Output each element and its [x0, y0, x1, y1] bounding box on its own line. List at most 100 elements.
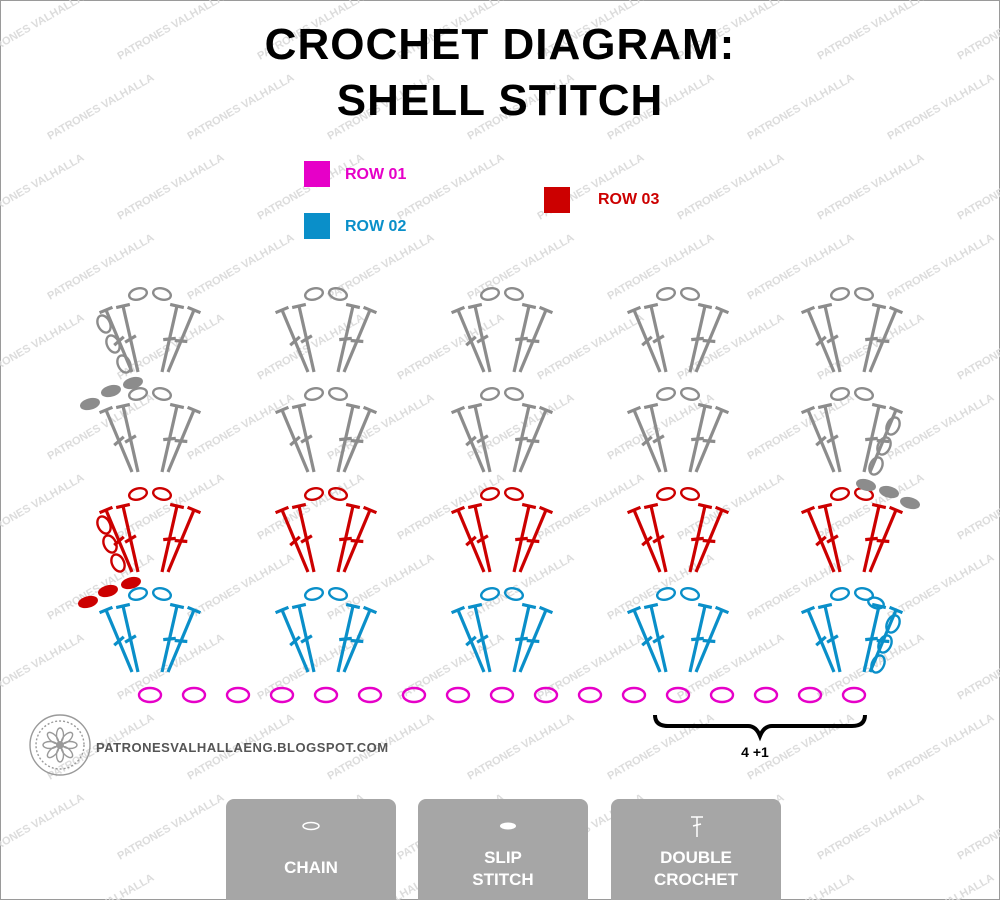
chain-stitch: [829, 586, 851, 602]
watermark-text: PATRONES VALHALLA: [536, 472, 647, 543]
watermark-text: PATRONES VALHALLA: [746, 552, 857, 623]
chain-stitch: [303, 586, 325, 602]
watermark-text: PATRONES VALHALLA: [466, 552, 577, 623]
double-crochet-stitch: [467, 602, 492, 673]
row01-foundation-chain: [137, 686, 867, 704]
website-url: PATRONESVALHALLAENG.BLOGSPOT.COM: [96, 740, 389, 755]
double-crochet-stitch: [450, 505, 486, 573]
watermark-text: PATRONES VALHALLA: [116, 152, 227, 223]
chain-stitch: [877, 634, 893, 654]
double-crochet-stitch: [626, 305, 662, 373]
shell: [450, 586, 554, 673]
double-crochet-stitch: [166, 605, 202, 673]
watermark-text: PATRONES VALHALLA: [746, 392, 857, 463]
title-line-2: SHELL STITCH: [336, 76, 664, 125]
double-crochet-stitch: [160, 402, 185, 473]
double-crochet-stitch: [868, 505, 904, 573]
slip-stitch: [879, 485, 899, 499]
key-slip-label-1: SLIP: [484, 848, 522, 867]
chain-stitch: [870, 654, 886, 674]
chain-stitch: [105, 334, 121, 354]
watermark-text: PATRONES VALHALLA: [956, 792, 1000, 863]
chain-stitch: [151, 386, 173, 402]
chain-stitch: [885, 614, 901, 634]
watermark-text: PATRONES VALHALLA: [676, 472, 787, 543]
chain-stitch: [327, 586, 349, 602]
double-crochet-stitch: [518, 505, 554, 573]
shell: [98, 586, 202, 673]
shell: [626, 286, 730, 373]
chain-stitch: [479, 486, 501, 502]
watermark-text: PATRONES VALHALLA: [46, 392, 157, 463]
double-crochet-stitch: [160, 602, 185, 673]
double-crochet-stitch: [643, 402, 668, 473]
key-double-label-1: DOUBLE: [660, 848, 732, 867]
shell: [626, 586, 730, 673]
double-crochet-stitch: [817, 602, 842, 673]
chain-stitch: [313, 686, 339, 704]
watermark-text: PATRONES VALHALLA: [816, 792, 927, 863]
double-crochet-stitch: [291, 402, 316, 473]
chain-stitch: [503, 286, 525, 302]
double-crochet-stitch: [817, 402, 842, 473]
chain-stitch: [269, 686, 295, 704]
shell: [98, 386, 202, 473]
double-crochet-stitch: [115, 402, 140, 473]
repeat-label: 4 +1: [741, 744, 769, 760]
double-crochet-stitch: [512, 602, 537, 673]
double-crochet-stitch: [467, 302, 492, 373]
chain-stitch: [127, 486, 149, 502]
upper-row-shells-2: [80, 286, 904, 411]
double-crochet-stitch: [643, 502, 668, 573]
watermark-text: PATRONES VALHALLA: [0, 792, 86, 863]
shell: [626, 386, 730, 473]
chain-stitch: [753, 686, 779, 704]
key-chain-label: CHAIN: [284, 858, 338, 877]
chain-stitch: [503, 486, 525, 502]
watermark-text: PATRONES VALHALLA: [116, 792, 227, 863]
double-crochet-stitch: [166, 505, 202, 573]
double-crochet-stitch: [291, 302, 316, 373]
slip-stitch: [900, 496, 920, 510]
double-crochet-stitch: [274, 505, 310, 573]
watermark-text: PATRONES VALHALLA: [606, 232, 717, 303]
watermark-text: PATRONES VALHALLA: [886, 712, 997, 783]
watermark-text: PATRONES VALHALLA: [536, 312, 647, 383]
double-crochet-stitch: [160, 302, 185, 373]
legend-label-row02: ROW 02: [345, 218, 407, 235]
chain-stitch: [876, 436, 892, 456]
shell: [274, 286, 378, 373]
watermark-text: PATRONES VALHALLA: [326, 232, 437, 303]
chain-stitch: [679, 586, 701, 602]
double-crochet-stitch: [643, 302, 668, 373]
chain-stitch: [679, 486, 701, 502]
double-crochet-stitch: [862, 302, 887, 373]
double-crochet-stitch: [115, 502, 140, 573]
double-crochet-stitch: [694, 305, 730, 373]
watermark-text: PATRONES VALHALLA: [326, 552, 437, 623]
chain-stitch: [151, 486, 173, 502]
logo-medallion-icon: [29, 714, 91, 776]
chain-stitch: [679, 286, 701, 302]
double-crochet-stitch: [688, 302, 713, 373]
chain-stitch: [665, 686, 691, 704]
double-crochet-stitch: [342, 505, 378, 573]
row02-shells: [98, 586, 904, 674]
double-crochet-stitch: [688, 602, 713, 673]
watermark-text: PATRONES VALHALLA: [0, 152, 86, 223]
chain-stitch: [655, 586, 677, 602]
double-crochet-stitch: [688, 502, 713, 573]
watermark-text: PATRONES VALHALLA: [186, 392, 297, 463]
double-crochet-stitch: [274, 305, 310, 373]
chain-stitch: [503, 386, 525, 402]
double-crochet-stitch: [512, 502, 537, 573]
chain-stitch: [401, 686, 427, 704]
watermark-text: PATRONES VALHALLA: [396, 152, 507, 223]
slip-stitch: [98, 584, 118, 598]
chain-stitch: [885, 416, 901, 436]
chain-stitch: [797, 686, 823, 704]
legend-label-row01: ROW 01: [345, 166, 407, 183]
chain-stitch: [225, 686, 251, 704]
